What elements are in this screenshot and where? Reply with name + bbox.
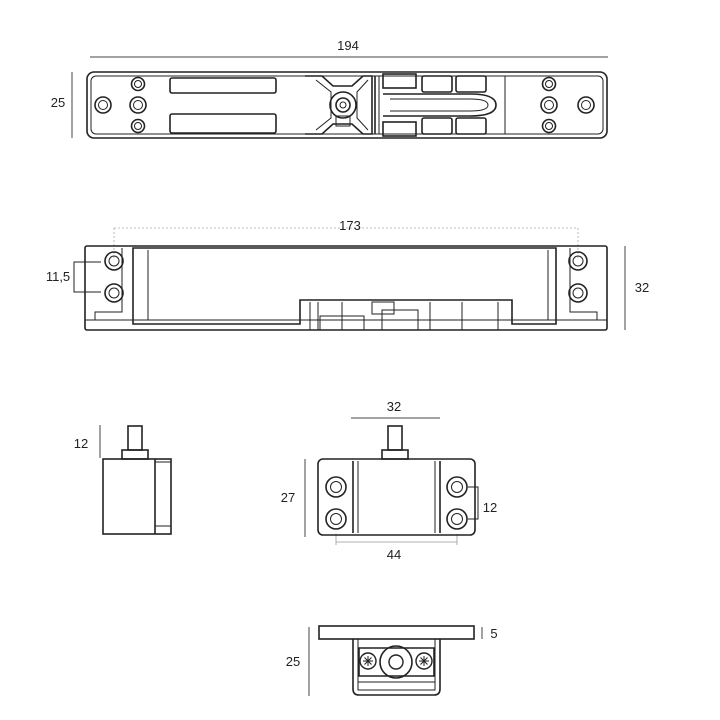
dimension-label-12-front: 12 [483, 500, 497, 515]
end-view-body [352, 639, 441, 696]
end-view-center-hole [388, 654, 404, 670]
dimension-label-12-small: 12 [74, 436, 88, 451]
end-view-left-screw-icon [359, 652, 377, 670]
side-view-outline [84, 245, 608, 331]
front-block-pin-base [381, 449, 409, 460]
dimension-label-173: 173 [339, 218, 361, 233]
front-block-view: 32 27 12 44 [281, 399, 497, 562]
top-view-slot-lower [169, 113, 277, 134]
dimension-label-32-front: 32 [387, 399, 401, 414]
top-view-right-holes [540, 76, 595, 134]
side-view-cavity [132, 247, 557, 325]
end-view: 5 25 [286, 625, 498, 696]
end-view-center-boss [379, 645, 413, 679]
dimension-label-25-top: 25 [51, 95, 65, 110]
dimension-bracket-12-front [468, 486, 479, 520]
dimension-label-5: 5 [490, 626, 497, 641]
side-view: 173 32 11,5 [46, 218, 649, 331]
front-block-body [317, 458, 476, 536]
top-view-left-holes [94, 76, 147, 134]
side-view-inner-parts [309, 301, 499, 331]
dimension-label-11-5: 11,5 [46, 269, 70, 284]
front-block-pin [387, 425, 403, 451]
dimension-label-44: 44 [387, 547, 401, 562]
small-block-pin-base [121, 449, 149, 460]
top-view-outline [86, 71, 608, 139]
side-view-left-holes [104, 251, 124, 303]
dimension-label-25-end: 25 [286, 654, 300, 669]
dimension-bracket-11-5 [73, 261, 101, 293]
end-view-insert [358, 647, 435, 677]
small-block-pin [127, 425, 143, 451]
dimension-label-194: 194 [337, 38, 359, 53]
small-block-view: 12 [74, 425, 172, 535]
small-block-body [102, 458, 172, 535]
top-view: 194 25 [51, 38, 608, 139]
end-view-right-screw-icon [415, 652, 433, 670]
front-block-right-holes [446, 476, 468, 530]
top-view-inner-outline [90, 75, 604, 135]
dimension-label-32-side: 32 [635, 280, 649, 295]
side-view-right-holes [568, 251, 588, 303]
dimension-label-27: 27 [281, 490, 295, 505]
front-block-left-holes [325, 476, 347, 530]
top-view-center-mechanism [305, 73, 506, 137]
end-view-flange [318, 625, 475, 640]
top-view-slot-upper [169, 77, 277, 94]
